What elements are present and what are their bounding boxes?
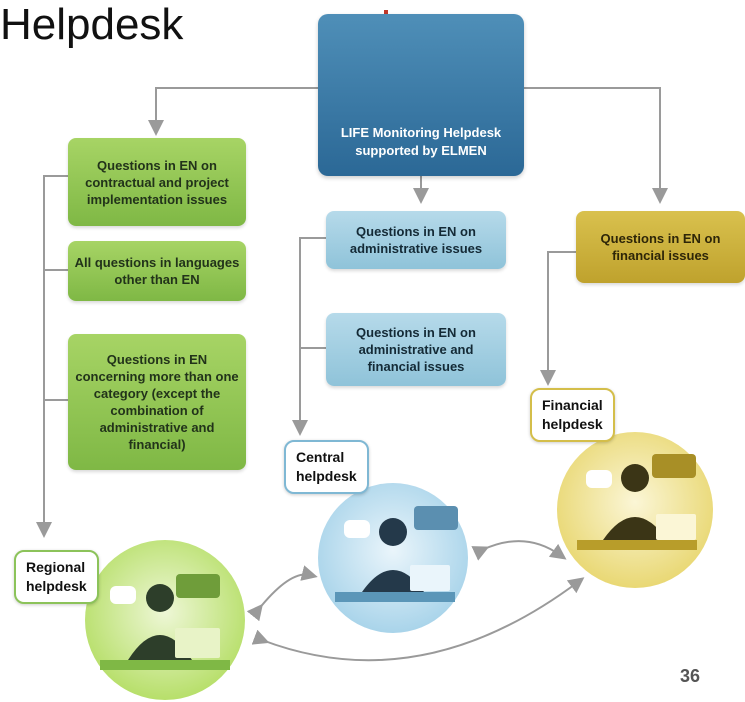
box-administrative-issues: Questions in EN on administrative issues [326,211,506,269]
box-contractual-issues: Questions in EN on contractual and proje… [68,138,246,226]
page-number: 36 [680,666,701,686]
box-administrative-financial-issues: Questions in EN on administrative and fi… [326,313,506,386]
life-monitoring-helpdesk-card: LIFE Monitoring Helpdesk supported by EL… [318,14,524,176]
central-helpdesk-label: Central helpdesk [284,440,369,494]
regional-financial-link [251,577,585,662]
box-multiple-categories: Questions in EN concerning more than one… [68,334,246,470]
regional-helpdesk-circle [85,540,245,700]
regional-agent-icon [100,574,230,670]
connector-to-gold [524,87,668,204]
regional-helpdesk-label: Regional helpdesk [14,550,99,604]
connector-green-to-regional [36,175,68,538]
page-title: Helpdesk [0,0,184,49]
central-financial-link [471,540,567,561]
financial-agent-icon [577,454,697,550]
box-financial-issues: Questions in EN on financial issues [576,211,745,283]
connector-blue-to-central [292,237,326,436]
connector-to-green [148,87,318,136]
financial-helpdesk-label: Financial helpdesk [530,388,615,442]
central-helpdesk-circle [318,483,468,633]
hero-label: LIFE Monitoring Helpdesk supported by EL… [340,125,502,158]
regional-central-link [246,565,318,622]
connector-gold-to-financial [540,251,576,386]
box-languages-other-than-en: All questions in languages other than EN [68,241,246,301]
